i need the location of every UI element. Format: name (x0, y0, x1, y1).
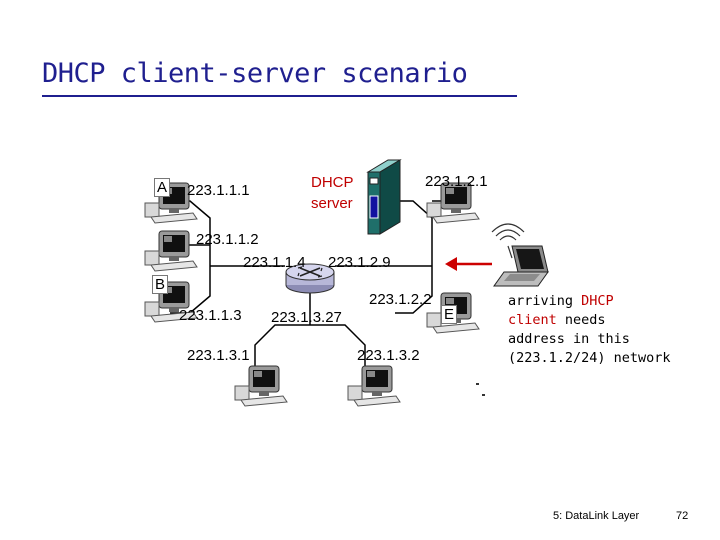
address-host-b-lower: 223.1.1.3 (179, 307, 242, 324)
subnet-223-1-3-link (254, 324, 366, 378)
host-b-upper-pc (144, 230, 198, 272)
footer-page-number: 72 (676, 510, 689, 522)
wireless-waves-icon (491, 223, 525, 259)
bottom-left-pc (234, 365, 288, 407)
address-bottom-left: 223.1.3.1 (187, 347, 250, 364)
footer-chapter: 5: DataLink Layer (553, 510, 640, 522)
address-host-b-upper: 223.1.1.2 (196, 231, 259, 248)
arriving-client-note: arriving DHCP client needs address in th… (508, 292, 671, 368)
dhcp-server (366, 159, 402, 235)
bottom-right-pc (347, 365, 401, 407)
note-line-1: arriving DHCP (508, 292, 671, 311)
address-server: 223.1.2.1 (425, 173, 488, 190)
router (285, 263, 335, 294)
address-host-e: 223.1.2.2 (369, 291, 432, 308)
note-word-dhcp: DHCP (581, 293, 614, 309)
address-router-left: 223.1.1.4 (243, 254, 306, 271)
note-line-4: (223.1.2/24) network (508, 350, 671, 366)
note-line-2: client needs (508, 311, 671, 330)
subnet-223-1-2-link (390, 200, 433, 314)
address-host-a: 223.1.1.1 (187, 182, 250, 199)
note-rest-line2: needs (556, 312, 606, 328)
host-a-label: A (154, 178, 171, 197)
slide-title: DHCP client-server scenario (42, 58, 468, 89)
dhcp-server-label-line2: server (311, 195, 353, 212)
address-router-bottom: 223.1.3.27 (271, 309, 342, 326)
title-underline (42, 95, 517, 97)
note-line-3: address in this (508, 331, 630, 347)
note-word-client: client (508, 312, 557, 328)
dhcp-server-label-line1: DHCP (311, 174, 354, 191)
arriving-laptop (493, 245, 549, 287)
stray-marks (476, 383, 485, 396)
arrival-arrow (445, 257, 492, 271)
host-b-label: B (152, 275, 169, 294)
address-bottom-right: 223.1.3.2 (357, 347, 420, 364)
host-e-label: E (441, 305, 458, 324)
note-word-arriving: arriving (508, 293, 574, 309)
address-router-right: 223.1.2.9 (328, 254, 391, 271)
